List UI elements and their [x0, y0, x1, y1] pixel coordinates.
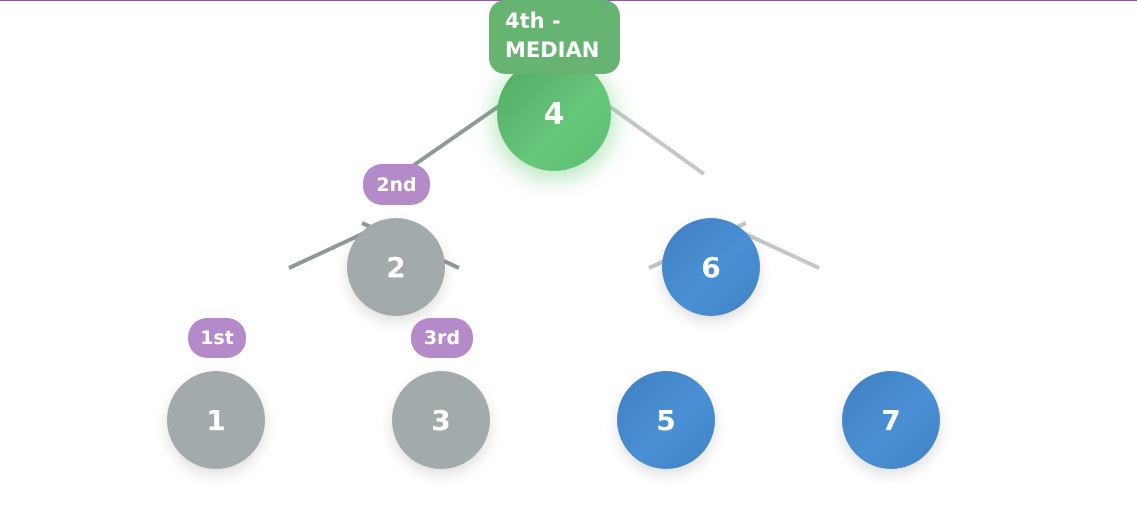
node-value: 7 — [881, 403, 901, 437]
tree-node-1: 1 — [167, 371, 265, 469]
tree-node-2: 2 — [347, 218, 445, 316]
edge-root-right — [607, 104, 706, 176]
node-value: 6 — [701, 250, 721, 284]
node-value: 3 — [431, 403, 451, 437]
node-value: 5 — [656, 403, 676, 437]
tree-node-root: 4 — [497, 57, 611, 171]
node-value: 2 — [386, 250, 406, 284]
node-value: 1 — [206, 403, 226, 437]
edge-root-left — [402, 104, 501, 174]
tree-node-6: 6 — [662, 218, 760, 316]
tree-node-7: 7 — [842, 371, 940, 469]
tree-node-5: 5 — [617, 371, 715, 469]
node-value: 4 — [543, 96, 565, 132]
order-badge-2nd: 2nd — [363, 164, 430, 205]
order-badge-1st: 1st — [188, 318, 246, 358]
order-badge-3rd: 3rd — [411, 318, 473, 358]
tree-node-3: 3 — [392, 371, 490, 469]
median-badge: 4th - MEDIAN — [489, 0, 620, 74]
